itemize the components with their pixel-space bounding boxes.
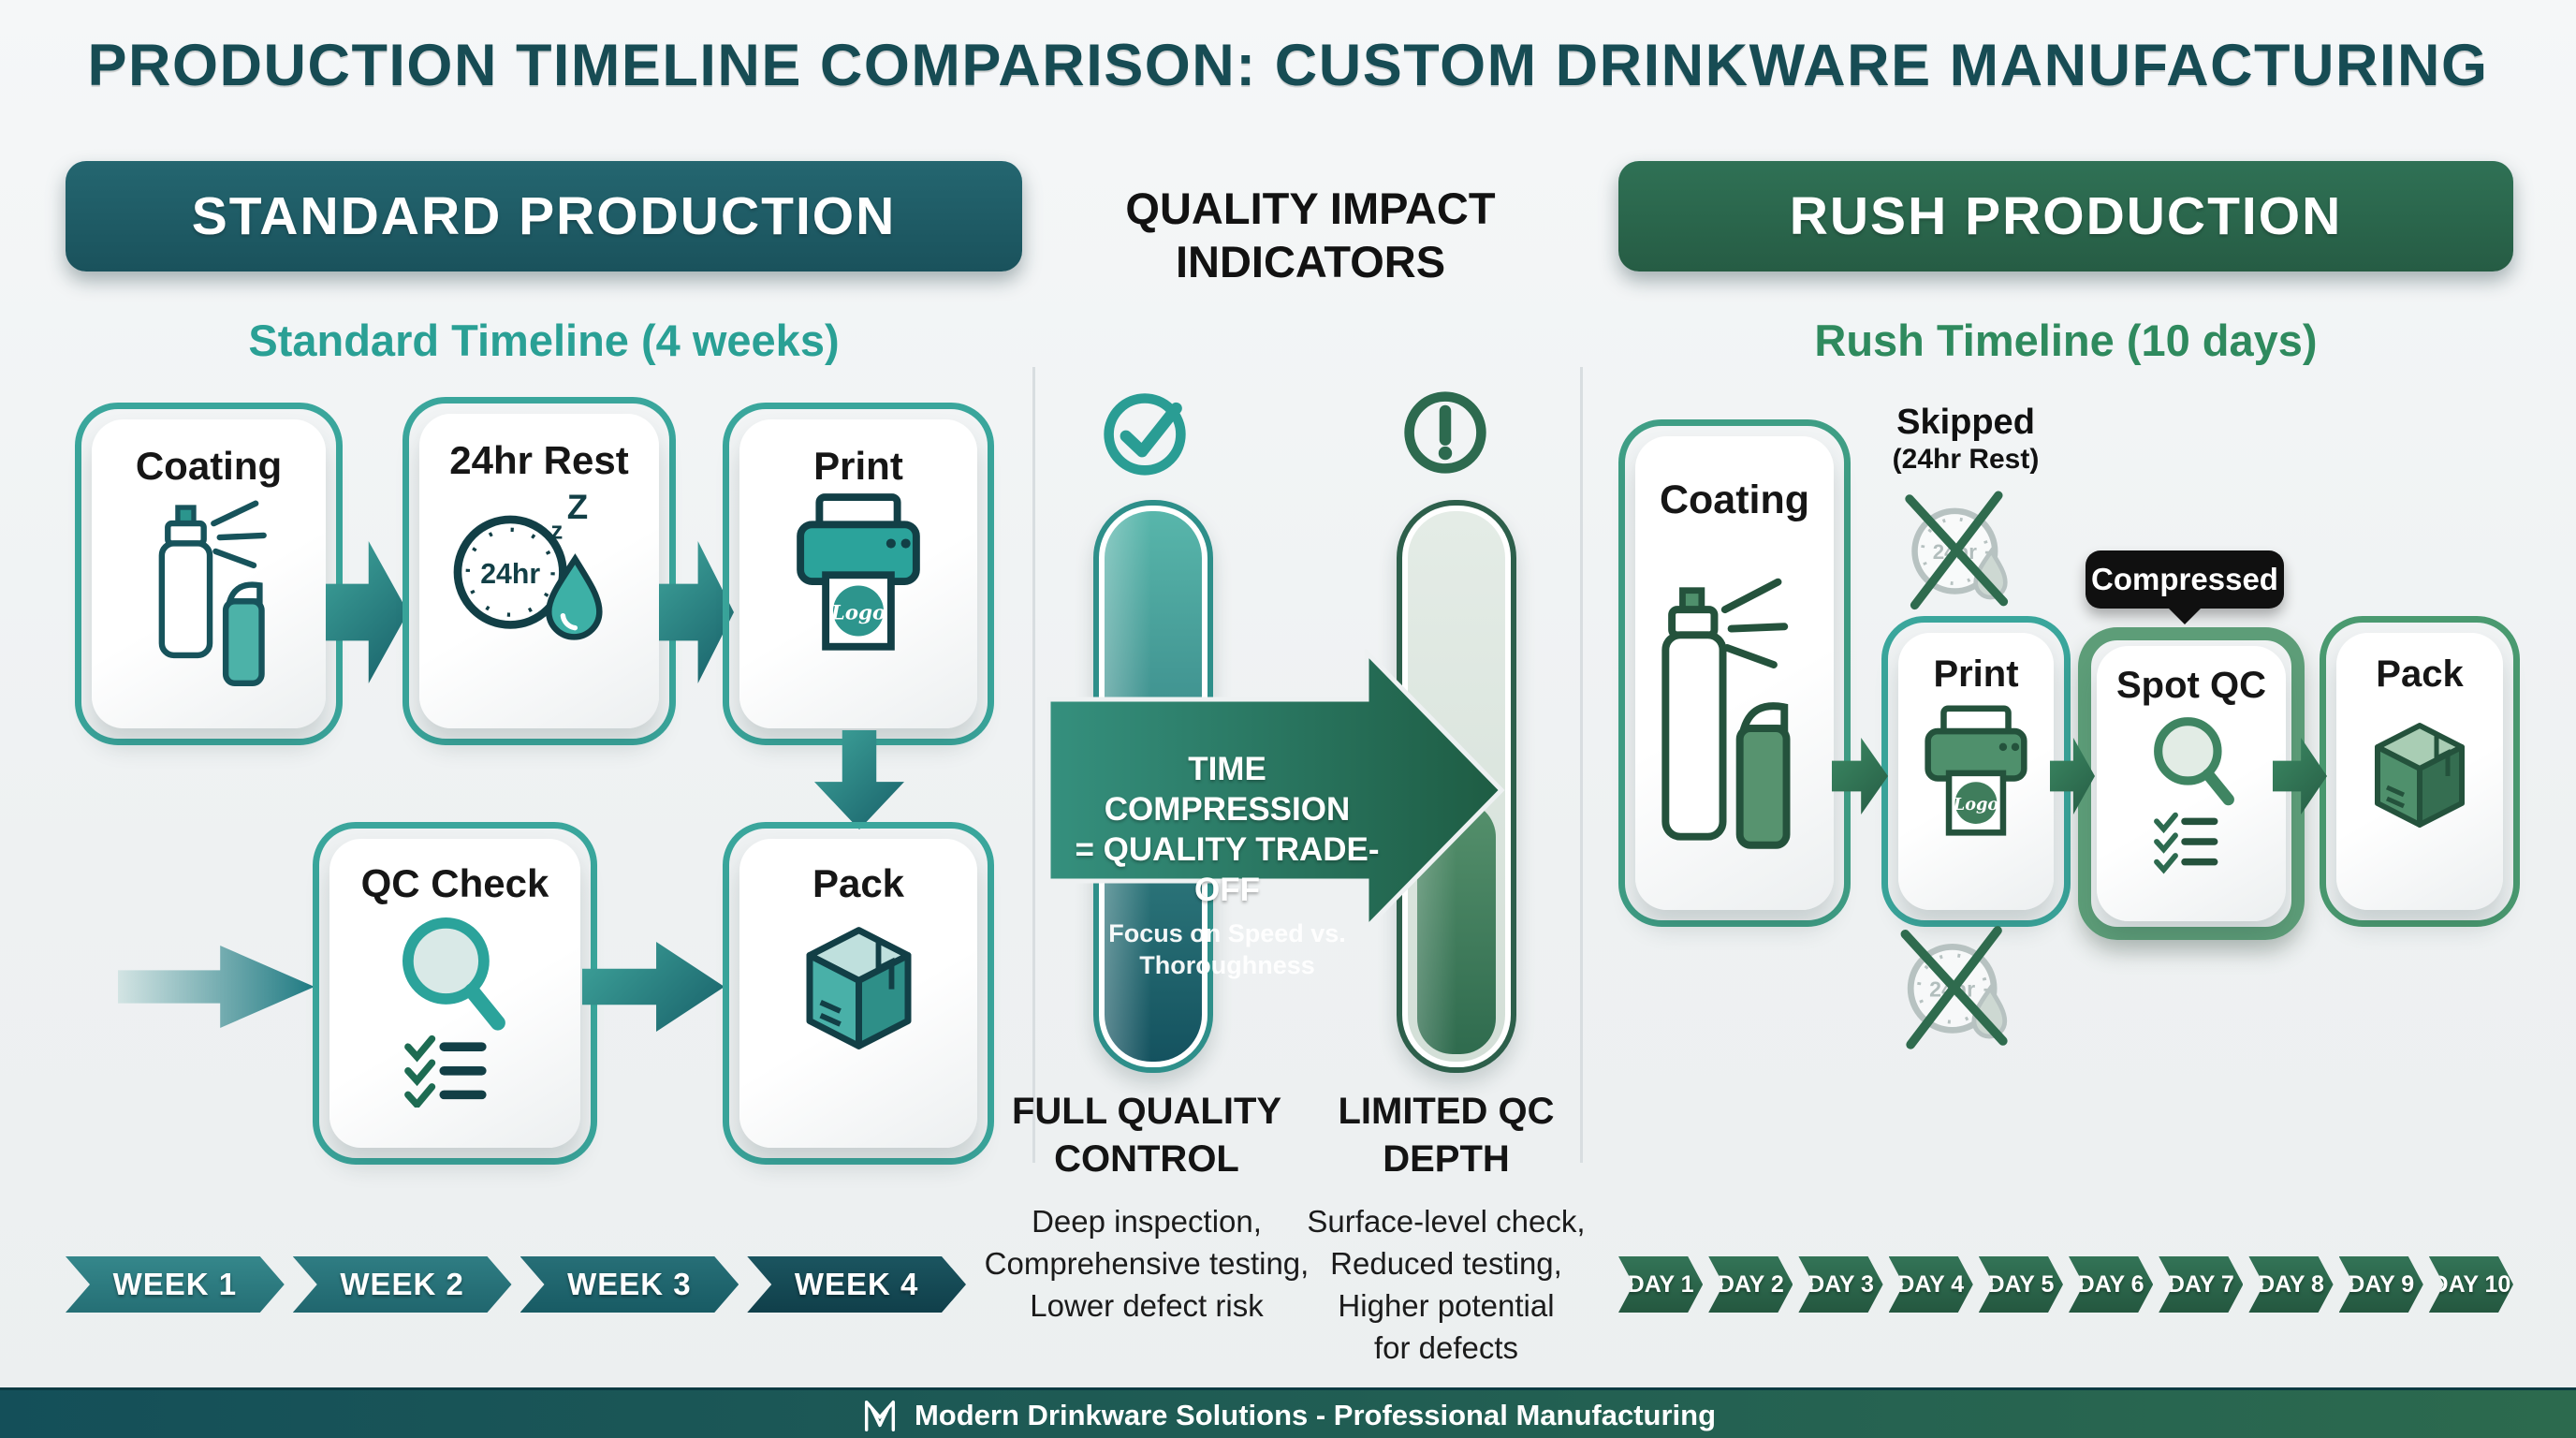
- week-timeline: WEEK 1 WEEK 2 WEEK 3 WEEK 4: [66, 1256, 966, 1313]
- printer-icon: Logo: [1925, 705, 2027, 836]
- print-label: Print: [813, 444, 903, 488]
- page-title: PRODUCTION TIMELINE COMPARISON: CUSTOM D…: [87, 33, 2489, 98]
- day-5-chevron: DAY 5: [1979, 1256, 2063, 1313]
- spray-can-icon: [1661, 578, 1791, 849]
- svg-text:z: z: [550, 519, 563, 545]
- qc-magnifier-icon: [2153, 717, 2234, 874]
- day-7-chevron: DAY 7: [2159, 1256, 2243, 1313]
- section-divider-left: [1032, 367, 1035, 1163]
- quality-impact-title-line1: QUALITY IMPACT: [1125, 183, 1496, 233]
- skipped-label: Skipped: [1896, 403, 2035, 442]
- rush-spot-qc-label: Spot QC: [2116, 665, 2266, 706]
- qc-magnifier-icon: [402, 917, 505, 1108]
- box-icon: [2375, 723, 2465, 828]
- crossed-clock-icon: 24hr: [1900, 926, 2008, 1049]
- check-circle-icon: [1104, 393, 1186, 476]
- standard-step-coating-card: Coating: [75, 403, 343, 745]
- limited-qc-detail: Surface-level check, Reduced testing, Hi…: [1307, 1204, 1586, 1365]
- rush-step-pack-card: Pack: [2320, 616, 2520, 927]
- trade-off-arrow-text: TIME COMPRESSION = QUALITY TRADE-OFF Foc…: [1073, 749, 1382, 981]
- day-10-chevron: DAY 10: [2429, 1256, 2513, 1313]
- day-8-chevron: DAY 8: [2248, 1256, 2333, 1313]
- week-3-chevron: WEEK 3: [520, 1256, 739, 1313]
- spray-can-icon: [158, 500, 267, 686]
- week-1-chevron: WEEK 1: [66, 1256, 285, 1313]
- day-1-chevron: DAY 1: [1618, 1256, 1703, 1313]
- trade-off-sub1: Focus on Speed vs.: [1108, 919, 1346, 947]
- quality-impact-title-line2: INDICATORS: [1175, 237, 1446, 286]
- day-9-chevron: DAY 9: [2339, 1256, 2423, 1313]
- footer-bar: Modern Drinkware Solutions - Professiona…: [0, 1387, 2576, 1438]
- standard-step-qc-check-card: QC Check: [313, 822, 597, 1165]
- rest-clock-icon: 24hr z Z: [453, 488, 603, 640]
- quality-impact-title: QUALITY IMPACT INDICATORS: [1039, 182, 1582, 288]
- rush-print-label: Print: [1933, 653, 2019, 695]
- skipped-sub-label: (24hr Rest): [1892, 444, 2040, 475]
- week-4-chevron: WEEK 4: [747, 1256, 966, 1313]
- limited-qc-heading: LIMITED QC DEPTH: [1338, 1091, 1555, 1180]
- day-2-chevron: DAY 2: [1708, 1256, 1793, 1313]
- svg-text:24hr: 24hr: [480, 559, 540, 590]
- day-4-chevron: DAY 4: [1889, 1256, 1973, 1313]
- svg-text:Logo: Logo: [830, 602, 886, 625]
- footer-text: Modern Drinkware Solutions - Professiona…: [914, 1399, 1717, 1431]
- rush-timeline-subtitle: Rush Timeline (10 days): [1814, 315, 2318, 365]
- full-quality-detail: Deep inspection, Comprehensive testing, …: [984, 1204, 1310, 1323]
- trade-off-line2: = QUALITY TRADE-OFF: [1075, 831, 1380, 908]
- trade-off-arrow: [1046, 649, 1505, 932]
- trade-off-line1: TIME COMPRESSION: [1104, 751, 1351, 828]
- alert-circle-icon: [1404, 391, 1486, 474]
- rush-step-spot-qc-card: Spot QC: [2078, 627, 2305, 940]
- qc-check-label: QC Check: [360, 861, 549, 905]
- day-timeline: DAY 1 DAY 2 DAY 3 DAY 4 DAY 5 DAY 6 DAY …: [1618, 1256, 2513, 1313]
- section-divider-right: [1580, 367, 1583, 1163]
- standard-timeline-subtitle: Standard Timeline (4 weeks): [248, 315, 840, 365]
- arrow-qc-to-pack: [582, 942, 724, 1032]
- week-2-chevron: WEEK 2: [293, 1256, 512, 1313]
- rush-step-coating-card: Coating: [1618, 419, 1851, 927]
- printer-icon: Logo: [797, 493, 920, 651]
- day-6-chevron: DAY 6: [2069, 1256, 2153, 1313]
- standard-step-rest-card: 24hr Rest 24hr z Z: [402, 397, 676, 745]
- full-quality-heading: FULL QUALITY CONTROL: [1011, 1091, 1282, 1180]
- svg-text:Z: Z: [567, 488, 588, 526]
- standard-step-pack-card: Pack: [723, 822, 994, 1165]
- pack-label: Pack: [812, 861, 905, 905]
- rush-step-print-card: Print Logo: [1881, 616, 2071, 927]
- rest-label: 24hr Rest: [449, 438, 629, 482]
- standard-production-header: STANDARD PRODUCTION: [66, 161, 1022, 271]
- rush-production-header: RUSH PRODUCTION: [1618, 161, 2513, 271]
- compressed-callout: Compressed: [2086, 550, 2284, 609]
- rush-pack-label: Pack: [2376, 653, 2464, 695]
- standard-step-print-card: Print Logo: [723, 403, 994, 745]
- rush-coating-label: Coating: [1659, 477, 1810, 522]
- mv-monogram-icon: [864, 1400, 896, 1431]
- day-3-chevron: DAY 3: [1798, 1256, 1882, 1313]
- arrow-into-qc-check: [118, 946, 315, 1028]
- svg-text:Logo: Logo: [1953, 795, 1999, 814]
- coating-label: Coating: [135, 444, 283, 488]
- box-icon: [806, 927, 911, 1049]
- crossed-clock-icon: 24hr: [1905, 491, 2009, 610]
- trade-off-sub2: Thoroughness: [1139, 951, 1315, 979]
